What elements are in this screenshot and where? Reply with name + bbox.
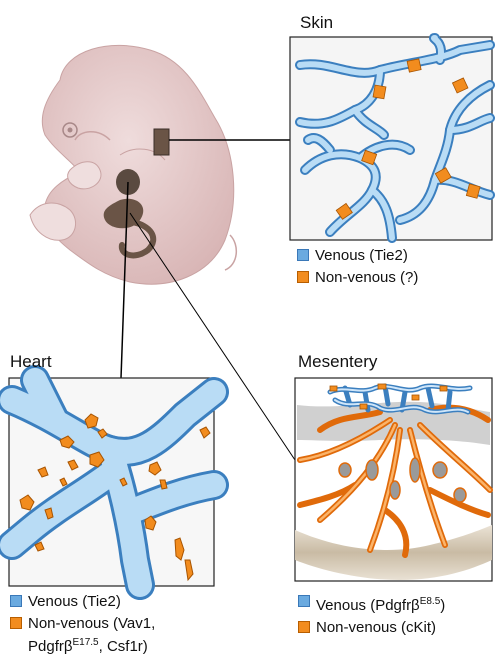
- heart-panel: [9, 378, 214, 586]
- skin-panel: [290, 37, 492, 240]
- legend-label: Non-venous (cKit): [316, 618, 436, 637]
- legend-label: Venous (Tie2): [28, 592, 121, 611]
- legend-label: Venous (Tie2): [315, 246, 408, 265]
- legend-label-superscript: E8.5: [420, 596, 441, 607]
- legend-item: Non-venous (Vav1, PdgfrβE17.5, Csf1r): [10, 614, 155, 656]
- legend-label-superscript: E17.5: [72, 637, 98, 648]
- legend-label-rest: ): [440, 597, 445, 614]
- venous-swatch: [297, 249, 309, 261]
- legend-label-gene: Venous (Pdgfrβ: [316, 597, 420, 614]
- legend-item: Non-venous (cKit): [298, 618, 445, 637]
- legend-label-line1: Non-venous (Vav1,: [28, 614, 155, 633]
- legend-item: Venous (Tie2): [10, 592, 155, 611]
- skin-title: Skin: [300, 13, 333, 33]
- nonvenous-swatch: [297, 271, 309, 283]
- legend-label-rest: , Csf1r): [99, 638, 148, 655]
- nonvenous-swatch: [298, 621, 310, 633]
- mesentery-legend: Venous (PdgfrβE8.5) Non-venous (cKit): [298, 592, 445, 640]
- legend-item: Non-venous (?): [297, 268, 418, 287]
- legend-item: Venous (PdgfrβE8.5): [298, 592, 445, 615]
- heart-legend: Venous (Tie2) Non-venous (Vav1, PdgfrβE1…: [10, 592, 155, 659]
- legend-label-gene: Pdgfrβ: [28, 638, 72, 655]
- mesentery-panel: [295, 378, 492, 581]
- legend-label: Non-venous (Vav1, PdgfrβE17.5, Csf1r): [28, 614, 155, 656]
- venous-swatch: [10, 595, 22, 607]
- legend-label: Venous (PdgfrβE8.5): [316, 592, 445, 615]
- skin-legend: Venous (Tie2) Non-venous (?): [297, 246, 418, 290]
- legend-label: Non-venous (?): [315, 268, 418, 287]
- heart-title: Heart: [10, 352, 52, 372]
- nonvenous-swatch: [10, 617, 22, 629]
- venous-swatch: [298, 595, 310, 607]
- legend-label-line2: PdgfrβE17.5, Csf1r): [28, 633, 155, 656]
- embryo-illustration: [30, 45, 236, 284]
- legend-item: Venous (Tie2): [297, 246, 418, 265]
- mesentery-title: Mesentery: [298, 352, 377, 372]
